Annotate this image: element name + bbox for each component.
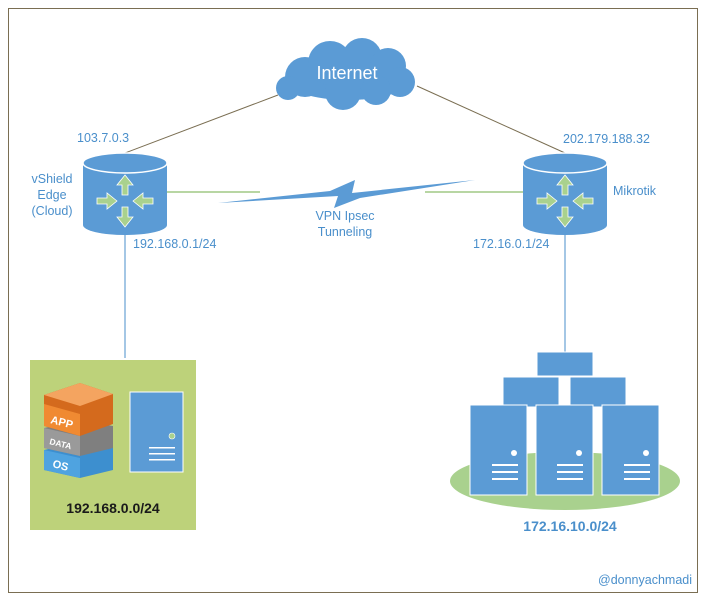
right-router-name: Mikrotik xyxy=(613,184,657,198)
server-icon xyxy=(129,391,184,473)
left-router-name-3: (Cloud) xyxy=(31,204,73,218)
vpn-label-line2: Tunneling xyxy=(317,225,373,239)
server-icon xyxy=(469,404,528,496)
cloud-label: Internet xyxy=(316,63,378,83)
app-stack-icon xyxy=(44,383,113,478)
router-icon xyxy=(522,152,608,235)
right-subnet-label: 172.16.10.0/24 xyxy=(523,518,617,534)
server-farm-back xyxy=(502,351,627,408)
left-subnet-label: 192.168.0.0/24 xyxy=(66,500,160,516)
left-lan-ip: 192.168.0.1/24 xyxy=(133,237,217,251)
author-credit: @donnyachmadi xyxy=(598,573,692,587)
router-icon xyxy=(82,152,168,235)
wan-link-left xyxy=(124,94,279,154)
wan-link-right xyxy=(416,85,566,154)
stack-layer-os: OS xyxy=(51,458,69,473)
server-icon xyxy=(601,404,660,496)
left-router-name-1: vShield xyxy=(31,172,73,186)
diagram-frame xyxy=(8,8,698,593)
cloud-icon xyxy=(276,38,415,110)
lightning-bolt-icon xyxy=(218,180,475,208)
left-router-name-2: Edge xyxy=(37,188,67,202)
server-icon xyxy=(535,404,594,496)
right-lan-ip: 172.16.0.1/24 xyxy=(473,237,550,251)
left-public-ip: 103.7.0.3 xyxy=(77,131,130,145)
stack-layer-app: APP xyxy=(49,414,74,431)
right-public-ip: 202.179.188.32 xyxy=(563,132,650,146)
vpn-label-line1: VPN Ipsec xyxy=(315,209,375,223)
